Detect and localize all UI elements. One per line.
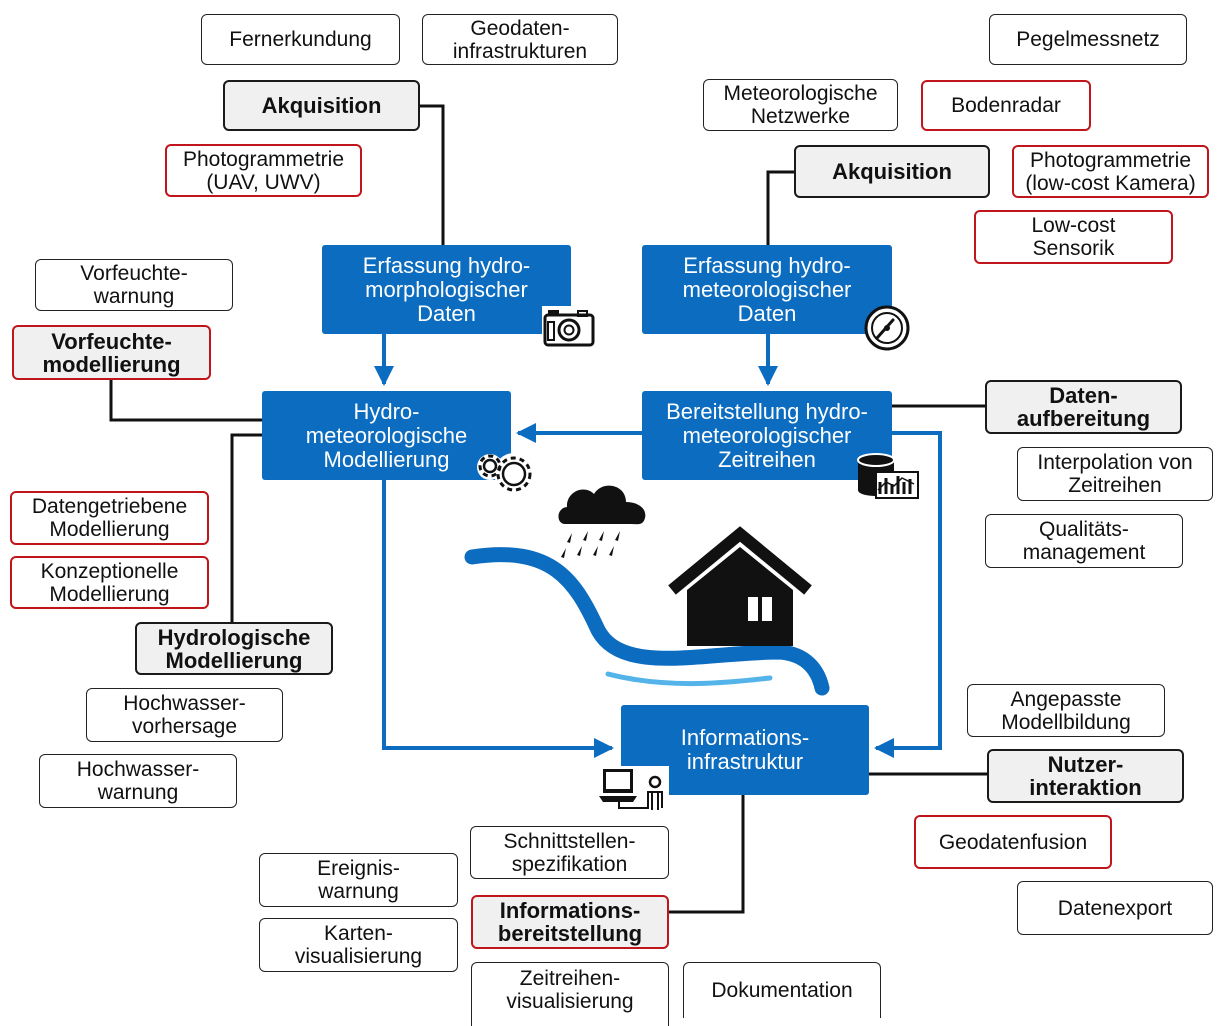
label-akquisition-left-text: Akquisition [261, 93, 382, 118]
label-pegelmessnetz: Pegelmessnetz [989, 14, 1187, 65]
label-angepasste: Angepasste Modellbildung [967, 684, 1165, 737]
label-konzeptionelle: Konzeptionelle Modellierung [10, 556, 209, 609]
label-hydrologische-text: Hydrologische Modellierung [157, 624, 311, 673]
label-qualitaet-text: Qualitäts- management [1022, 518, 1146, 564]
core-morpho-label: Erfassung hydro- morphologischer Daten [362, 252, 531, 326]
label-interpolation: Interpolation von Zeitreihen [1017, 447, 1213, 501]
core-modelling: Hydro- meteorologische Modellierung [262, 391, 511, 480]
label-photogrammetrie-cam: Photogrammetrie (low-cost Kamera) [1012, 145, 1209, 198]
link-vorfeuchte [109, 380, 262, 422]
house-icon [668, 526, 812, 646]
label-schnittstellen: Schnittstellen- spezifikation [470, 826, 669, 879]
label-datengetriebene: Datengetriebene Modellierung [10, 491, 209, 545]
label-vorfeuchte-modellierung-text: Vorfeuchte- modellierung [42, 328, 181, 377]
arrow-series-to-infra [874, 431, 942, 758]
gauge-icon [864, 305, 910, 351]
river-icon [464, 547, 830, 696]
label-akquisition-right: Akquisition [794, 145, 990, 198]
label-photogrammetrie-uav: Photogrammetrie (UAV, UWV) [165, 144, 362, 197]
label-ereigniswarnung: Ereignis- warnung [259, 853, 458, 907]
label-vorfeuchte-warnung: Vorfeuchte- warnung [35, 259, 233, 311]
label-konzeptionelle-text: Konzeptionelle Modellierung [40, 559, 179, 606]
database-chart-icon [857, 453, 919, 499]
label-bodenradar: Bodenradar [921, 80, 1091, 131]
label-datengetriebene-text: Datengetriebene Modellierung [31, 495, 188, 541]
link-akquisition-right [766, 170, 794, 245]
label-geodatenfusion: Geodatenfusion [914, 815, 1112, 869]
label-dokumentation-text: Dokumentation [711, 979, 853, 1002]
label-nutzerinteraktion: Nutzer- interaktion [987, 749, 1184, 803]
label-angepasste-text: Angepasste Modellbildung [1001, 687, 1131, 734]
label-vorfeuchte-modellierung: Vorfeuchte- modellierung [12, 325, 211, 380]
core-infra-label: Informations- infrastruktur [680, 725, 810, 774]
label-ereigniswarnung-text: Ereignis- warnung [317, 857, 400, 903]
link-informationsbereitstellung [669, 795, 745, 914]
label-geodatenfusion-text: Geodatenfusion [938, 830, 1088, 854]
label-nutzerinteraktion-text: Nutzer- interaktion [1029, 752, 1142, 800]
label-met-netzwerke-text: Meteorologische Netzwerke [723, 82, 878, 128]
label-datenaufbereitung-text: Daten- aufbereitung [1016, 383, 1151, 431]
core-morpho-capture: Erfassung hydro- morphologischer Daten [322, 245, 571, 334]
label-informationsbereitstellung: Informations- bereitstellung [471, 895, 669, 949]
core-series: Bereitstellung hydro- meteorologischer Z… [642, 391, 892, 480]
label-pegelmessnetz-text: Pegelmessnetz [1016, 28, 1160, 51]
label-qualitaet: Qualitäts- management [985, 514, 1183, 568]
core-modelling-label: Hydro- meteorologische Modellierung [305, 398, 468, 472]
core-series-label: Bereitstellung hydro- meteorologischer Z… [666, 398, 868, 472]
label-hochwasser-warnung-text: Hochwasser- warnung [76, 758, 200, 804]
label-photogrammetrie-cam-text: Photogrammetrie (low-cost Kamera) [1025, 148, 1196, 195]
label-lowcost-sensorik-text: Low-cost Sensorik [1031, 214, 1116, 260]
label-met-netzwerke: Meteorologische Netzwerke [703, 79, 898, 131]
label-datenexport: Datenexport [1017, 881, 1213, 935]
label-geodaten-infra: Geodaten- infrastrukturen [422, 14, 618, 65]
label-hochwasser-vorhersage-text: Hochwasser- vorhersage [123, 692, 246, 738]
label-datenaufbereitung: Daten- aufbereitung [985, 380, 1182, 434]
label-hydrologische: Hydrologische Modellierung [135, 622, 333, 675]
rain-cloud-icon [558, 485, 646, 558]
label-kartenvisualisierung-text: Karten- visualisierung [294, 922, 423, 968]
label-akquisition-left: Akquisition [223, 80, 420, 131]
core-meteo-label: Erfassung hydro- meteorologischer Daten [682, 252, 852, 326]
label-dokumentation: Dokumentation [683, 962, 881, 1018]
label-hochwasser-vorhersage: Hochwasser- vorhersage [86, 688, 283, 742]
camera-icon [542, 306, 596, 348]
label-informationsbereitstellung-text: Informations- bereitstellung [497, 898, 643, 946]
label-geodaten-infra-text: Geodaten- infrastrukturen [452, 16, 588, 63]
label-kartenvisualisierung: Karten- visualisierung [259, 918, 458, 972]
label-zeitreihenvisualisierung-text: Zeitreihen- visualisierung [506, 967, 634, 1013]
label-interpolation-text: Interpolation von Zeitreihen [1037, 451, 1193, 497]
label-hochwasser-warnung: Hochwasser- warnung [39, 754, 237, 808]
label-bodenradar-text: Bodenradar [951, 94, 1061, 117]
label-fernerkundung-text: Fernerkundung [229, 28, 372, 51]
gears-icon [477, 453, 534, 493]
label-fernerkundung: Fernerkundung [201, 14, 400, 65]
arrow-modelling-to-infra [382, 480, 614, 758]
label-akquisition-right-text: Akquisition [832, 159, 952, 184]
label-vorfeuchte-warnung-text: Vorfeuchte- warnung [80, 262, 188, 308]
label-zeitreihenvisualisierung: Zeitreihen- visualisierung [471, 962, 669, 1026]
label-schnittstellen-text: Schnittstellen- spezifikation [503, 829, 636, 876]
label-lowcost-sensorik: Low-cost Sensorik [974, 210, 1173, 264]
link-akquisition-left [420, 104, 445, 245]
core-meteo-capture: Erfassung hydro- meteorologischer Daten [642, 245, 892, 334]
label-datenexport-text: Datenexport [1057, 896, 1173, 920]
laptop-user-icon [597, 766, 669, 812]
label-photogrammetrie-uav-text: Photogrammetrie (UAV, UWV) [182, 147, 345, 194]
